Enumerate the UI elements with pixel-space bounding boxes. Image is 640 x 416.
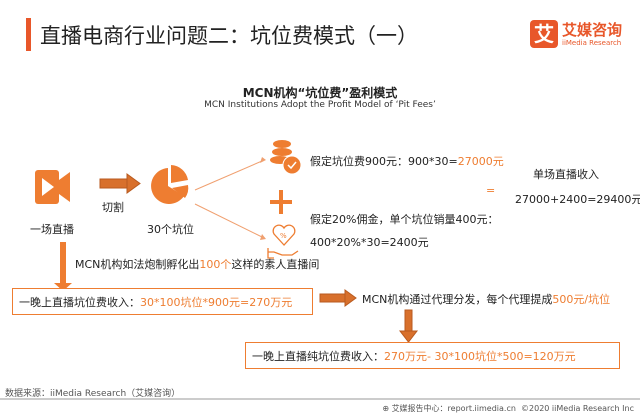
right-arrow-agent [319,289,357,307]
connector-line-down [194,203,263,238]
footer-site: 艾媒报告中心：report.iimedia.cn [391,404,516,413]
source-note: 数据来源：iiMedia Research（艾媒咨询） [5,389,181,399]
video-camera-icon [35,170,70,204]
fee-text: 假定坑位费900元：900*30=27000元 [310,153,504,169]
night-income-box: 一晚上直播坑位费收入：30*100坑位*900元=270万元 [12,288,313,315]
down-arrow-incubate [54,242,72,291]
single-income-value: 27000+2400=29400元 [515,193,640,206]
title-accent-bar [26,18,31,51]
agent-label: MCN机构通过代理分发，每个代理提成 [362,293,553,306]
globe-icon: ⊕ [382,404,392,413]
svg-text:%: % [280,232,287,240]
heart-hand-icon: % [267,224,299,259]
plus-icon [270,190,292,214]
fee-value: 27000元 [457,155,504,168]
logo-subtext: iiMedia Research [562,38,622,47]
equals-sign: = [486,184,495,197]
night-income-label: 一晚上直播坑位费收入： [19,295,140,309]
net-income-value: 270万元- 30*100坑位*500=120万元 [384,349,576,363]
right-arrow-icon [99,173,141,194]
incubate-post: 这样的素人直播间 [231,258,320,271]
fee-formula: 假定坑位费900元：900*30= [310,155,458,168]
commission-line2: 400*20%*30=2400元 [310,236,429,249]
night-income-value: 30*100坑位*900元=270万元 [140,295,293,309]
single-income-label: 单场直播收入 [533,168,599,181]
logo-icon: 艾 [530,20,558,48]
pie-chart-icon [151,165,189,204]
diagram-subtitle: MCN Institutions Adopt the Profit Model … [204,100,436,110]
page-title: 直播电商行业问题二：坑位费模式（一） [40,24,418,48]
connector-line-up [194,160,263,191]
logo: 艾 艾媒咨询 iiMedia Research [530,20,622,48]
incubate-pre: MCN机构如法炮制孵化出 [75,258,200,271]
net-income-label: 一晚上直播纯坑位费收入： [252,349,384,363]
coins-icon [270,140,302,175]
commission-line1: 假定20%佣金，单个坑位销量400元： [310,213,499,226]
diagram-title: MCN机构“坑位费”盈利模式 [242,86,398,100]
down-arrow-net [398,309,419,343]
cut-label: 切割 [102,201,124,214]
incubate-text: MCN机构如法炮制孵化出100个这样的素人直播间 [75,256,319,272]
agent-value: 500元/坑位 [552,293,611,306]
agent-text: MCN机构通过代理分发，每个代理提成500元/坑位 [362,291,610,307]
live-label: 一场直播 [30,223,74,236]
incubate-num: 100个 [199,258,232,271]
slots-label: 30个坑位 [147,223,194,236]
footer-copyright: ©2020 iiMedia Research Inc [521,404,634,413]
net-income-box: 一晚上直播纯坑位费收入：270万元- 30*100坑位*500=120万元 [245,342,620,369]
footer-right: ⊕ 艾媒报告中心：report.iimedia.cn ©2020 iiMedia… [382,403,634,414]
logo-text: 艾媒咨询 [562,20,623,39]
